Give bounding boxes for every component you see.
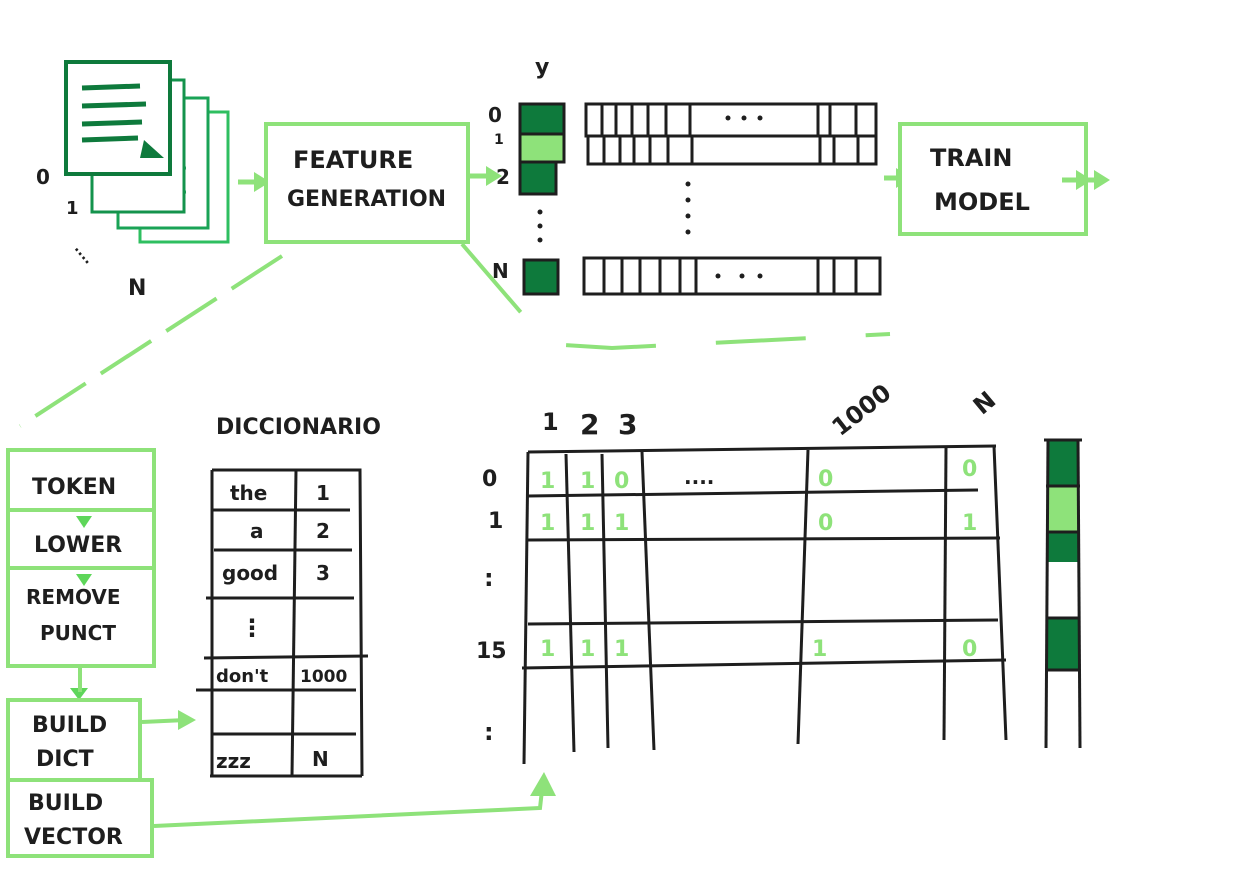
arrow-head-icon (1076, 170, 1092, 190)
y-cell-1 (518, 132, 566, 164)
dict-word-4: don't (216, 666, 269, 687)
zoom-line-right (460, 242, 891, 351)
matrix-cell-0-1: 1 (540, 469, 555, 494)
matrix-cell-0-ellipsis: .... (684, 465, 714, 489)
dict-word-6: zzz (216, 749, 251, 773)
y-cell-n (522, 258, 560, 296)
train-model-line1: TRAIN (930, 144, 1012, 172)
y-index-n: N (492, 259, 509, 283)
arrow-head-icon (178, 710, 196, 730)
step-build-vector-box[interactable] (6, 778, 154, 858)
matrix-cell-1-3: 1 (614, 511, 629, 536)
label-column (1044, 438, 1082, 749)
arrow-head-icon (254, 172, 270, 192)
train-model-line2: MODEL (934, 188, 1030, 216)
train-model-box[interactable] (898, 122, 1088, 236)
matrix-cell-1-2: 1 (580, 511, 595, 536)
y-index-0: 0 (488, 103, 502, 127)
arrow-head-icon (486, 166, 502, 186)
dictionary-title: DICCIONARIO (216, 415, 381, 440)
matrix-col-header-1000: 1000 (827, 378, 897, 441)
dictionary-table (196, 468, 369, 778)
dict-index-4: 1000 (300, 667, 347, 687)
y-cell-2 (518, 160, 558, 196)
matrix-cell-15-1000: 1 (812, 637, 827, 662)
matrix-col-header-1: 1 (542, 408, 559, 436)
matrix-cell-1-1000: 0 (818, 511, 833, 536)
step-arrows (70, 516, 92, 700)
doc-label-n: N (128, 276, 146, 301)
dict-index-6: N (312, 747, 329, 771)
y-index-1: 1 (494, 132, 504, 148)
matrix-cell-15-1: 1 (540, 637, 555, 662)
feature-vector-strip-1 (586, 134, 878, 166)
step-remove-punct-box[interactable] (6, 566, 156, 668)
feature-vector-strip-n (582, 256, 882, 296)
matrix-grid (521, 444, 1008, 765)
matrix-row-label-gap: : (484, 564, 494, 592)
arrow-vector-to-matrix (153, 789, 544, 828)
dict-index-2: 3 (316, 561, 330, 585)
matrix-row-0: 1 1 0 .... 0 0 (540, 457, 977, 494)
arrow-head-icon (530, 772, 556, 796)
matrix-row-label-15: 15 (476, 639, 507, 664)
matrix-row-label-0: 0 (482, 467, 497, 492)
matrix-row-label-tail: : (484, 718, 494, 746)
dict-word-2: good (222, 561, 278, 585)
strip-ellipsis (685, 115, 763, 279)
step-build-dict-box[interactable] (6, 698, 142, 782)
step-remove-label: REMOVE (26, 585, 121, 609)
matrix-cell-0-2: 1 (580, 469, 595, 494)
dict-word-0: the (230, 481, 267, 505)
matrix-cell-0-n: 0 (962, 457, 977, 482)
feature-generation-line2: GENERATION (287, 187, 446, 212)
matrix-cell-1-1: 1 (540, 511, 555, 536)
step-build-vector-line2: VECTOR (24, 825, 123, 850)
dict-word-1: a (250, 519, 264, 543)
doc-label-dots: .... (71, 241, 97, 268)
matrix-cell-15-2: 1 (580, 637, 595, 662)
feature-generation-line1: FEATURE (293, 146, 413, 174)
step-punct-label: PUNCT (40, 621, 116, 645)
doc-label-1: 1 (66, 198, 79, 219)
matrix-row-1: 1 1 1 0 1 (540, 511, 977, 536)
matrix-col-header-n: N (968, 386, 1001, 420)
dict-index-1: 2 (316, 519, 330, 543)
doc-label-0: 0 (36, 165, 50, 189)
matrix-col-header-3: 3 (618, 408, 637, 441)
feature-generation-box[interactable] (264, 122, 470, 244)
document-stack-icon (64, 60, 230, 244)
step-token-label: TOKEN (32, 475, 116, 500)
matrix-cell-1-n: 1 (962, 511, 977, 536)
matrix-cell-0-1000: 0 (818, 467, 833, 492)
matrix-cell-15-n: 0 (962, 637, 977, 662)
step-build-vector-line1: BUILD (28, 791, 103, 816)
dict-index-0: 1 (316, 481, 330, 505)
arrow-head-icon (1094, 170, 1110, 190)
matrix-cell-15-3: 1 (614, 637, 629, 662)
matrix-cell-0-3: 0 (614, 469, 629, 494)
matrix-row-label-1: 1 (488, 509, 503, 534)
feature-vector-strip-0 (584, 102, 878, 138)
zoom-line-left (18, 254, 284, 428)
dict-word-ellipsis: ⋮ (240, 614, 264, 642)
y-cell-0 (518, 102, 566, 136)
y-label: y (535, 55, 549, 80)
matrix-row-15: 1 1 1 1 0 (540, 637, 977, 662)
step-token-box[interactable] (6, 448, 156, 512)
y-ellipsis (537, 209, 543, 243)
step-build-dict-line1: BUILD (32, 713, 107, 738)
step-lower-label: LOWER (34, 533, 122, 558)
step-build-dict-line2: DICT (36, 747, 94, 772)
matrix-col-header-2: 2 (580, 408, 599, 441)
y-index-2: 2 (496, 165, 510, 189)
